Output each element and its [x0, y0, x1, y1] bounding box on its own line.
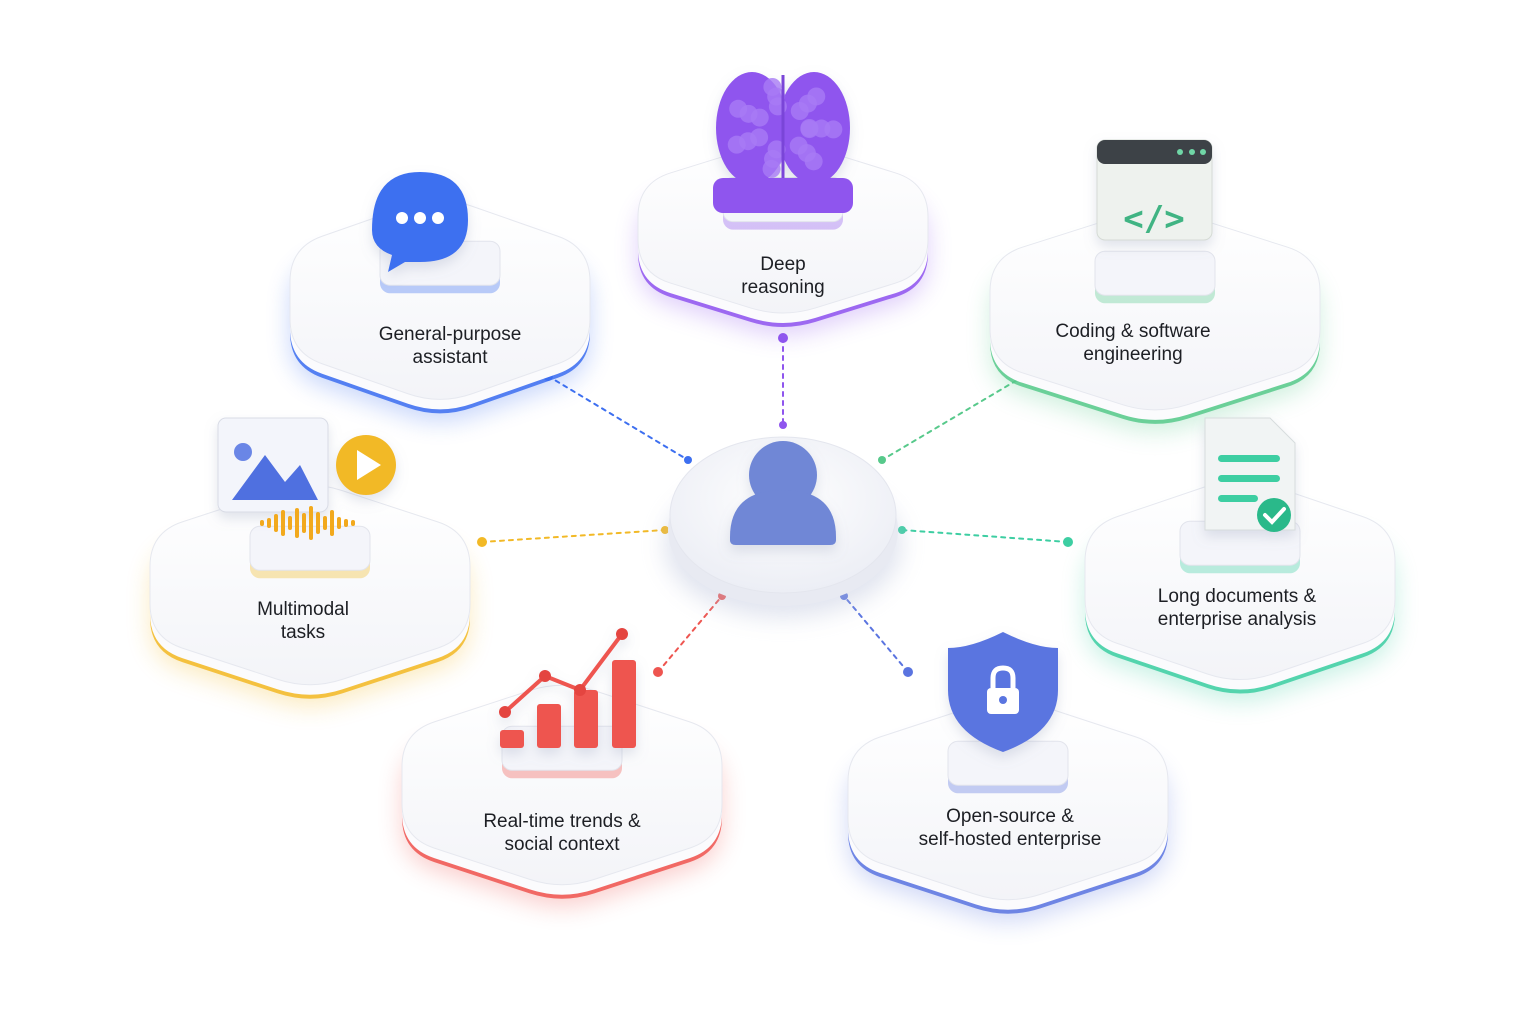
connector-dot-hub-reasoning — [779, 421, 787, 429]
user-icon — [730, 441, 836, 545]
connector-dot-opensource — [903, 667, 913, 677]
platform-reasoning[interactable] — [637, 142, 929, 335]
shield-lock-icon — [948, 632, 1058, 752]
platform-documents[interactable] — [1084, 480, 1396, 702]
connector-dot-hub-general — [684, 456, 692, 464]
platform-coding[interactable] — [989, 209, 1321, 432]
connector-trends — [657, 595, 723, 673]
chart-trend-icon — [499, 628, 636, 748]
connector-dot-hub-documents — [898, 526, 906, 534]
node-icons: </> — [217, 72, 1296, 752]
platform-multimodal[interactable] — [149, 484, 471, 707]
platform-opensource[interactable] — [847, 699, 1169, 922]
connector-coding — [881, 375, 1025, 461]
code-window-icon: </> — [1096, 139, 1213, 241]
node-platforms — [149, 142, 1396, 922]
media-play-icon — [217, 417, 396, 540]
connector-general — [547, 375, 689, 461]
chat-bubble-icon — [372, 172, 468, 272]
connector-opensource — [843, 595, 909, 673]
brain-icon — [713, 72, 853, 213]
connector-dot-hub-coding — [878, 456, 886, 464]
svg-text:</>: </> — [1123, 199, 1184, 239]
document-check-icon — [1204, 417, 1296, 532]
connector-dot-documents — [1063, 537, 1073, 547]
connector-dot-reasoning — [778, 333, 788, 343]
center-hub — [665, 436, 901, 617]
connector-dot-multimodal — [477, 537, 487, 547]
connector-multimodal — [481, 529, 666, 543]
connector-dot-trends — [653, 667, 663, 677]
connector-documents — [901, 529, 1069, 543]
connector-lines — [477, 333, 1073, 677]
platform-trends[interactable] — [401, 684, 723, 907]
